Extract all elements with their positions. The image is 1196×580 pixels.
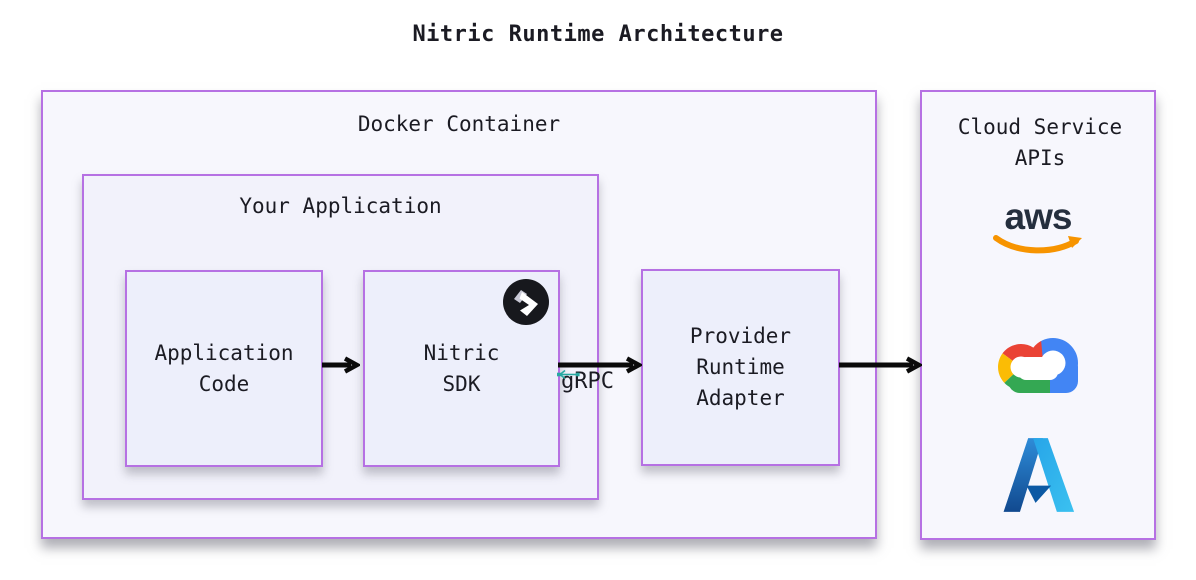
application-code-label: Application Code bbox=[154, 340, 294, 396]
docker-container-box: Docker Container Your Application Applic… bbox=[41, 90, 877, 539]
nitric-sdk-box: Nitric SDK bbox=[363, 270, 560, 467]
docker-container-label: Docker Container bbox=[357, 112, 561, 136]
cloud-service-apis-label: Cloud Service APIs bbox=[957, 115, 1123, 170]
provider-runtime-adapter-box: Provider Runtime Adapter bbox=[641, 269, 840, 466]
aws-logo-text: aws bbox=[1004, 196, 1073, 237]
nitric-sdk-label: Nitric SDK bbox=[423, 340, 500, 396]
grpc-label-text: gRPC bbox=[561, 369, 614, 394]
your-application-label: Your Application bbox=[239, 194, 442, 218]
aws-smile-icon bbox=[993, 235, 1082, 254]
azure-logo-icon bbox=[1003, 438, 1075, 512]
cloud-service-apis-box: Cloud Service APIs aws bbox=[920, 90, 1156, 540]
grpc-arrow-icon bbox=[557, 369, 580, 380]
aws-logo-icon: aws bbox=[989, 196, 1087, 264]
nitric-logo-icon bbox=[503, 279, 549, 325]
diagram-title: Nitric Runtime Architecture bbox=[412, 22, 784, 47]
grpc-label: gRPC bbox=[557, 369, 614, 394]
application-code-box: Application Code bbox=[125, 270, 323, 467]
your-application-box: Your Application Application Code Nitric… bbox=[82, 174, 599, 500]
provider-runtime-adapter-label: Provider Runtime Adapter bbox=[689, 324, 792, 410]
google-cloud-logo-icon bbox=[998, 338, 1078, 393]
